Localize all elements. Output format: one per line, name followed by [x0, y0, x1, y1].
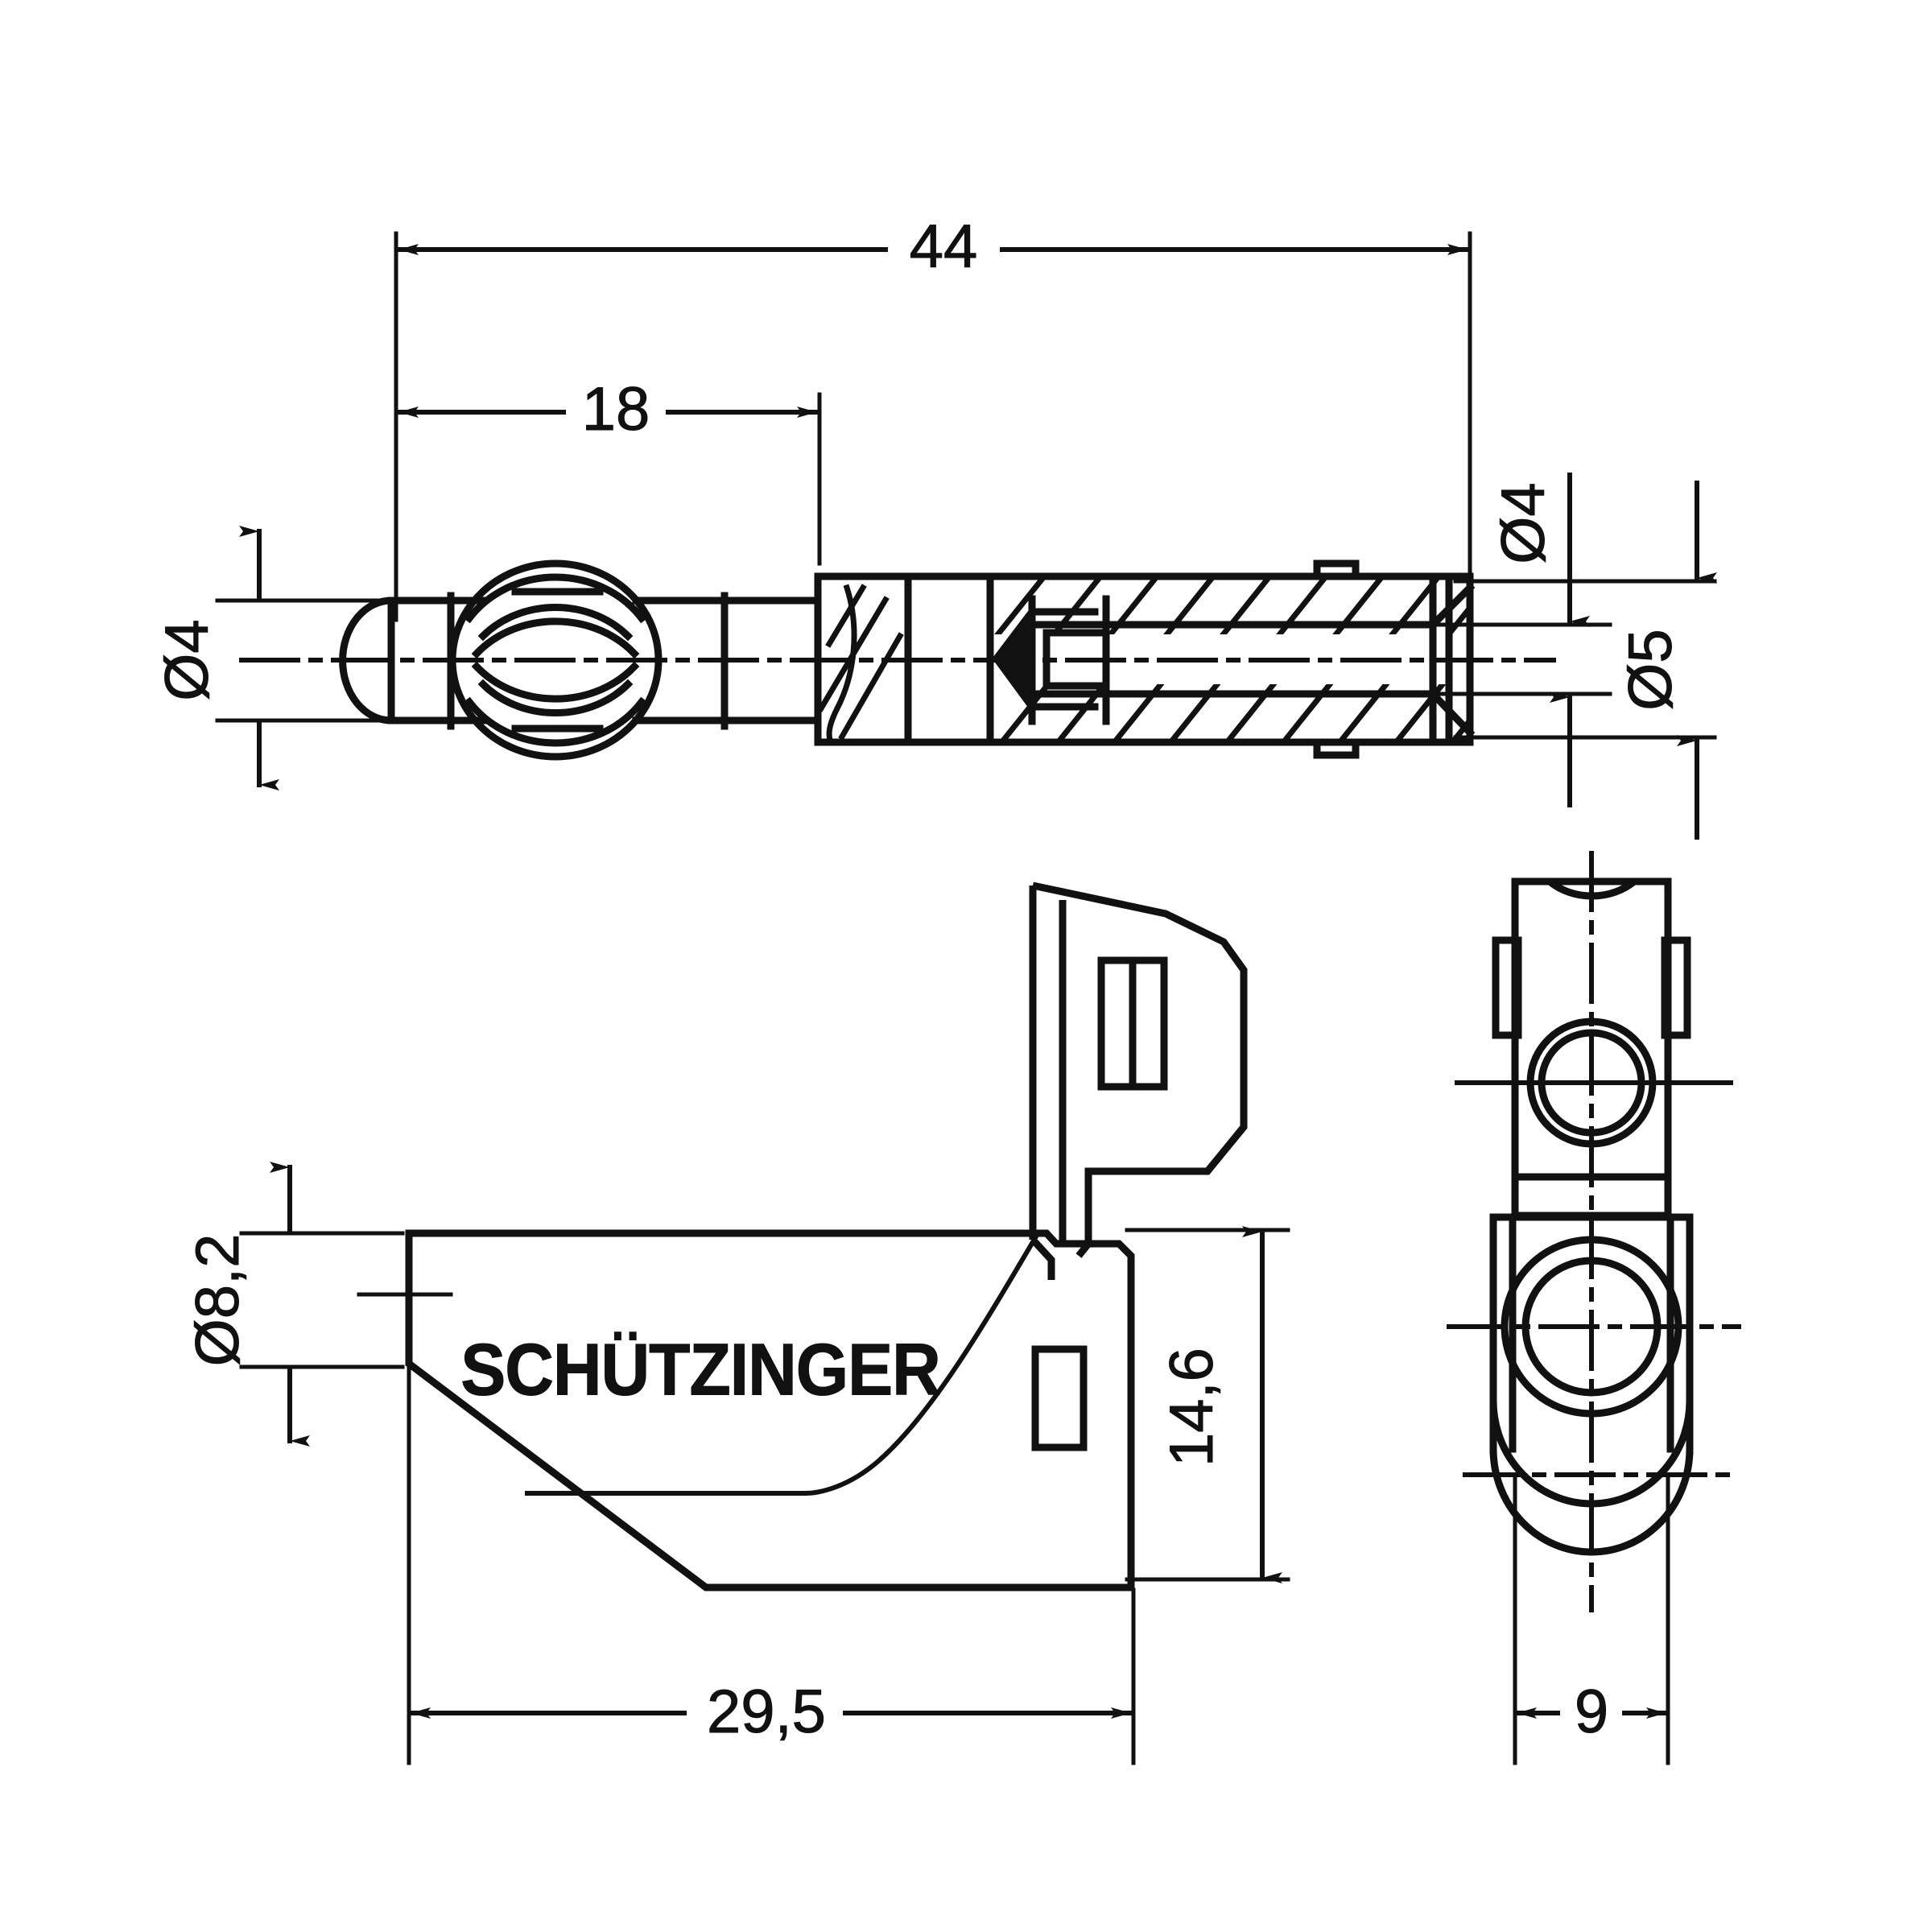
dimension-label-146: 14,6: [1158, 1348, 1226, 1467]
dimension-label-44: 44: [910, 213, 978, 281]
dimension-label-dia4-right: Ø4: [1489, 482, 1558, 564]
insulator-top-centre-lines: [1447, 851, 1741, 1612]
extension-lines: [394, 231, 1472, 622]
insulator-window-slot: [1031, 1345, 1088, 1451]
section-hatching-lower: [997, 684, 1469, 742]
dimension-label-dia4-left: Ø4: [153, 619, 221, 700]
dimension-label-dia82: Ø8,2: [184, 1234, 252, 1367]
dimension-146-witness: [1125, 1228, 1290, 1582]
side-section-view: 44 18 Ø4: [153, 213, 1717, 840]
dimension-label-9: 9: [1575, 1678, 1608, 1746]
dimension-label-dia5-right: Ø5: [1616, 629, 1685, 710]
dimension-dia5-right: [1453, 579, 1717, 740]
insulator-body-outline: [357, 1229, 1135, 1591]
dimension-295-witness: [407, 1366, 1136, 1765]
insulator-side-view: Ø8,2 SCHÜTZINGER 14,6: [184, 1162, 1290, 1765]
insulator-clip-detail: [1029, 881, 1248, 1280]
insulator-inner-contour: [525, 1232, 1040, 1496]
socket-retaining-notches: [1313, 559, 1360, 759]
plug-shank: [632, 592, 822, 730]
plug-pin-ribbed-ball: [447, 559, 663, 761]
dimension-dia82-witness: [239, 1231, 405, 1369]
dimension-dia4-left: [215, 526, 381, 791]
dimension-label-18: 18: [582, 375, 650, 444]
insulator-top-lower-body: [1489, 1213, 1694, 1556]
dimension-label-295: 29,5: [707, 1678, 826, 1746]
brand-logo: SCHÜTZINGER: [460, 1328, 940, 1410]
socket-crimp-detail: [818, 584, 904, 742]
insulator-top-view: 9: [1447, 851, 1741, 1765]
